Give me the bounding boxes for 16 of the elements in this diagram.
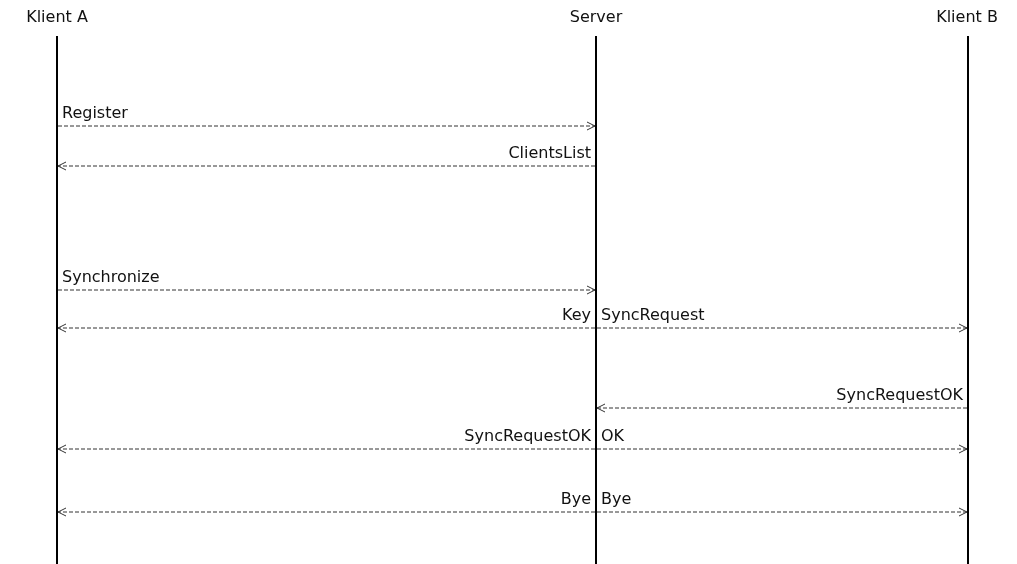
arrow	[57, 444, 596, 454]
lifeline	[56, 36, 58, 564]
arrow	[57, 507, 596, 517]
arrow	[57, 285, 596, 295]
arrow	[596, 403, 968, 413]
arrow	[596, 444, 968, 454]
lifeline	[595, 36, 597, 564]
arrow	[57, 121, 596, 131]
arrow	[596, 507, 968, 517]
arrow	[57, 161, 596, 171]
arrow	[57, 323, 596, 333]
lifeline	[967, 36, 969, 564]
participant-label: Klient A	[26, 6, 88, 28]
participant-label: Klient B	[936, 6, 998, 28]
arrow	[596, 323, 968, 333]
participant-label: Server	[569, 6, 623, 28]
